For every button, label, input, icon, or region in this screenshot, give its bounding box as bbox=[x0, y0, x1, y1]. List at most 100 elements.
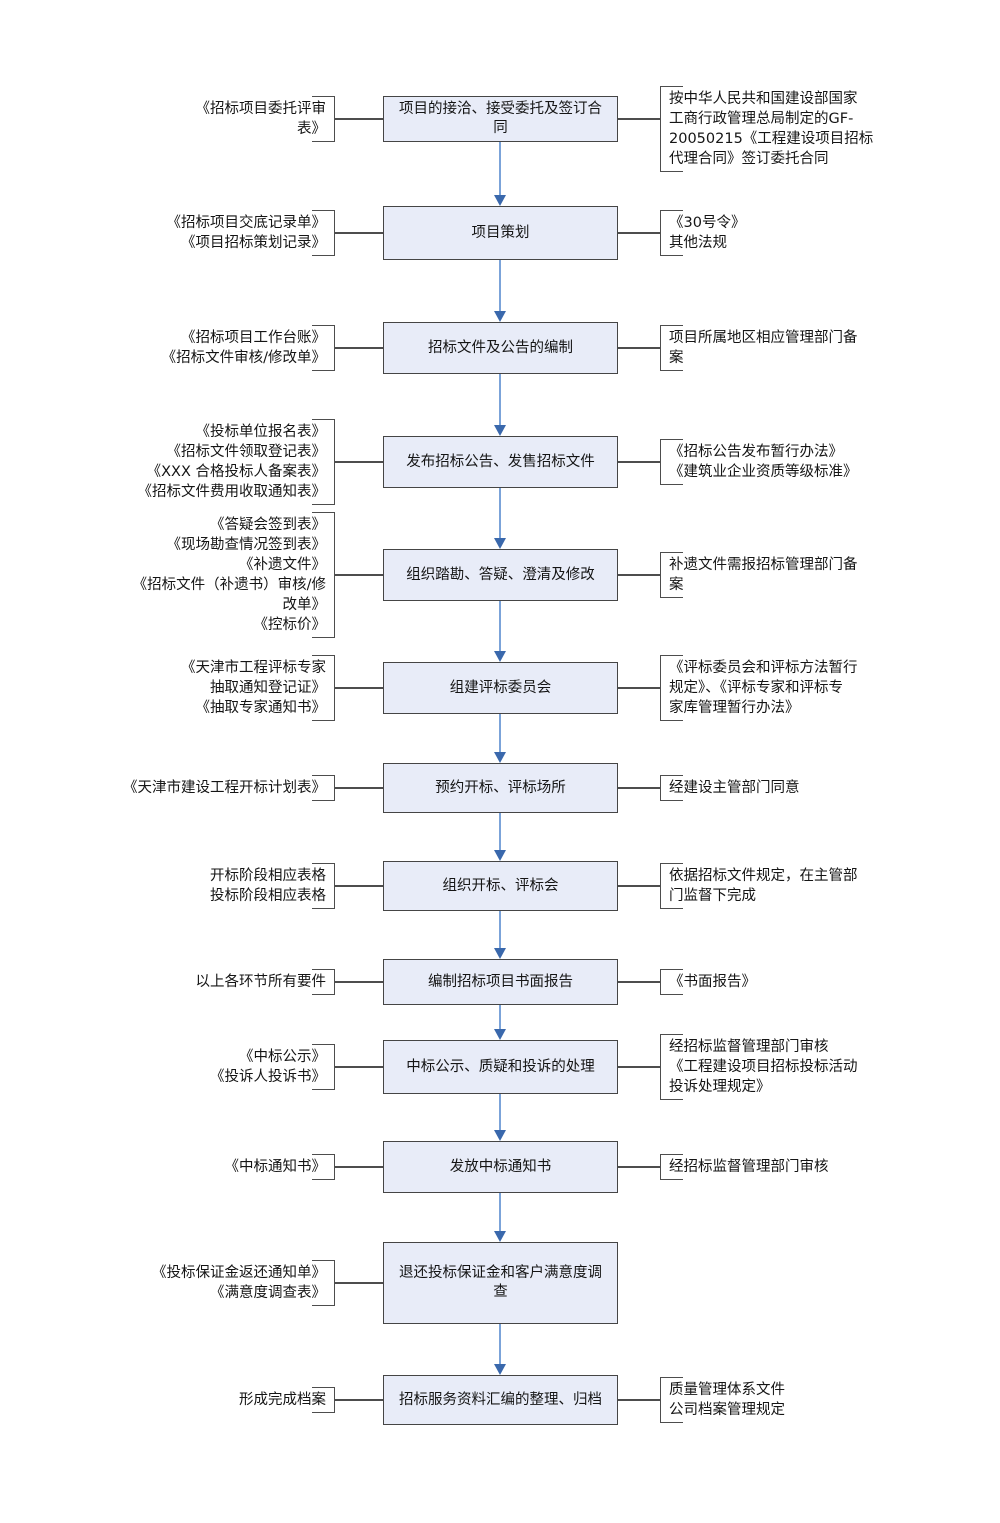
label-line: 规定》、《评标专家和评标专 bbox=[669, 680, 843, 696]
label-line: 《工程建设项目招标投标活动 bbox=[669, 1059, 858, 1075]
right-note-label: 经招标监督管理部门审核 《工程建设项目招标投标活动 投诉处理规定》 bbox=[660, 1034, 858, 1100]
right-note-label: 依据招标文件规定，在主管部 门监督下完成 bbox=[660, 863, 858, 909]
label-line: 《抽取专家通知书》 bbox=[195, 700, 327, 716]
flow-row: 《招标项目委托评审 表》 项目的接洽、接受委托及签订合同 按中华人民共和国建设部… bbox=[0, 76, 1000, 172]
process-box-label: 组建评标委员会 bbox=[449, 679, 552, 696]
callout-bracket bbox=[312, 969, 335, 995]
label-line: 《招标公告发布暂行办法》 bbox=[669, 444, 843, 460]
flow-row: 《中标公示》 《投诉人投诉书》 中标公示、质疑和投诉的处理 经招标监督管理部门审… bbox=[0, 1034, 1000, 1100]
flow-row: 《招标项目交底记录单》 《项目招标策划记录》 项目策划 《30号令》 其他法规 bbox=[0, 206, 1000, 260]
label-line: 案 bbox=[669, 577, 684, 593]
callout-bracket bbox=[312, 1044, 335, 1090]
process-box: 项目策划 bbox=[383, 206, 618, 260]
connector-line bbox=[335, 461, 383, 463]
flow-arrow-down bbox=[493, 911, 506, 959]
flow-row: 《答疑会签到表》 《现场勘查情况签到表》 《补遗文件》 《招标文件（补遗书）审核… bbox=[0, 512, 1000, 638]
left-documents-label: 形成完成档案 bbox=[239, 1387, 335, 1413]
flow-row: 《招标项目工作台账》 《招标文件审核/修改单》 招标文件及公告的编制 项目所属地… bbox=[0, 322, 1000, 374]
right-note-label: 经建设主管部门同意 bbox=[660, 775, 800, 801]
callout-bracket bbox=[312, 863, 335, 909]
label-line: 门监督下完成 bbox=[669, 888, 756, 904]
flow-row: 《天津市工程评标专家 抽取通知登记证》 《抽取专家通知书》 组建评标委员会 《评… bbox=[0, 655, 1000, 721]
process-box-label: 招标服务资料汇编的整理、归档 bbox=[399, 1391, 602, 1408]
left-documents-label: 《招标项目工作台账》 《招标文件审核/修改单》 bbox=[162, 325, 335, 371]
callout-bracket bbox=[312, 1260, 335, 1306]
left-documents-label: 《投标单位报名表》 《招标文件领取登记表》 《XXX 合格投标人备案表》 《招标… bbox=[138, 419, 335, 505]
callout-bracket bbox=[660, 1034, 683, 1100]
label-line: 工商行政管理总局制定的GF- bbox=[669, 111, 854, 127]
flow-arrow-down bbox=[493, 813, 506, 861]
label-line: 《30号令》 bbox=[669, 215, 746, 231]
label-line: 投诉处理规定》 bbox=[669, 1079, 771, 1095]
left-documents-label: 《答疑会签到表》 《现场勘查情况签到表》 《补遗文件》 《招标文件（补遗书）审核… bbox=[133, 512, 335, 638]
process-box: 组织开标、评标会 bbox=[383, 861, 618, 911]
label-line: 项目所属地区相应管理部门备 bbox=[669, 330, 858, 346]
process-box-label: 发放中标通知书 bbox=[449, 1158, 552, 1175]
callout-bracket bbox=[660, 552, 683, 598]
flow-arrow-down bbox=[493, 1094, 506, 1141]
connector-line bbox=[618, 787, 660, 789]
callout-bracket bbox=[312, 419, 335, 505]
connector-line bbox=[618, 461, 660, 463]
callout-bracket bbox=[312, 655, 335, 721]
left-documents-label: 《投标保证金返还通知单》 《满意度调查表》 bbox=[152, 1260, 335, 1306]
right-note-label: 质量管理体系文件 公司档案管理规定 bbox=[660, 1377, 785, 1423]
connector-line bbox=[335, 347, 383, 349]
process-box-label: 组织踏勘、答疑、澄清及修改 bbox=[406, 566, 595, 583]
process-box-label: 项目策划 bbox=[471, 224, 530, 241]
callout-bracket bbox=[660, 439, 683, 485]
label-line: 投标阶段相应表格 bbox=[210, 888, 326, 904]
label-line: 《天津市建设工程开标计划表》 bbox=[123, 780, 326, 796]
process-box-label: 招标文件及公告的编制 bbox=[428, 339, 573, 356]
flow-row: 形成完成档案 招标服务资料汇编的整理、归档 质量管理体系文件 公司档案管理规定 bbox=[0, 1375, 1000, 1425]
callout-bracket bbox=[312, 325, 335, 371]
flow-arrow-down bbox=[493, 488, 506, 549]
connector-line bbox=[618, 118, 660, 120]
callout-bracket bbox=[660, 210, 683, 256]
label-line: 《项目招标策划记录》 bbox=[181, 235, 326, 251]
process-box-label: 编制招标项目书面报告 bbox=[428, 973, 573, 990]
flow-arrow-down bbox=[493, 1193, 506, 1242]
label-line: 《招标项目交底记录单》 bbox=[166, 215, 327, 231]
label-line: 《中标公示》 bbox=[239, 1049, 326, 1065]
label-line: 《答疑会签到表》 bbox=[210, 517, 326, 533]
process-box: 招标文件及公告的编制 bbox=[383, 322, 618, 374]
flow-arrow-down bbox=[493, 1324, 506, 1375]
callout-bracket bbox=[312, 210, 335, 256]
label-line: 以上各环节所有要件 bbox=[195, 974, 327, 990]
right-note-label: 《评标委员会和评标方法暂行 规定》、《评标专家和评标专 家库管理暂行办法》 bbox=[660, 655, 858, 721]
label-line: 补遗文件需报招标管理部门备 bbox=[669, 557, 858, 573]
callout-bracket bbox=[660, 325, 683, 371]
label-line: 《书面报告》 bbox=[669, 974, 756, 990]
right-note-label: 经招标监督管理部门审核 bbox=[660, 1154, 829, 1180]
connector-line bbox=[618, 1166, 660, 1168]
label-line: 形成完成档案 bbox=[239, 1392, 326, 1408]
left-documents-label: 《中标公示》 《投诉人投诉书》 bbox=[210, 1044, 335, 1090]
right-note-label: 按中华人民共和国建设部国家 工商行政管理总局制定的GF- 20050215《工程… bbox=[660, 86, 873, 172]
label-line: 公司档案管理规定 bbox=[669, 1402, 785, 1418]
connector-line bbox=[335, 1282, 383, 1284]
flow-row: 《中标通知书》 发放中标通知书 经招标监督管理部门审核 bbox=[0, 1141, 1000, 1193]
flow-row: 《投标单位报名表》 《招标文件领取登记表》 《XXX 合格投标人备案表》 《招标… bbox=[0, 419, 1000, 505]
left-documents-label: 开标阶段相应表格 投标阶段相应表格 bbox=[210, 863, 335, 909]
connector-line bbox=[618, 347, 660, 349]
label-line: 开标阶段相应表格 bbox=[210, 868, 326, 884]
connector-line bbox=[335, 1166, 383, 1168]
label-line: 经招标监督管理部门审核 bbox=[669, 1159, 829, 1175]
process-box: 组织踏勘、答疑、澄清及修改 bbox=[383, 549, 618, 601]
flow-row: 开标阶段相应表格 投标阶段相应表格 组织开标、评标会 依据招标文件规定，在主管部… bbox=[0, 861, 1000, 911]
callout-bracket bbox=[312, 96, 335, 142]
process-box-label: 预约开标、评标场所 bbox=[435, 779, 566, 796]
label-line: 《现场勘查情况签到表》 bbox=[166, 537, 327, 553]
label-line: 其他法规 bbox=[669, 235, 727, 251]
process-box: 发布招标公告、发售招标文件 bbox=[383, 436, 618, 488]
label-line: 《投诉人投诉书》 bbox=[210, 1069, 326, 1085]
process-box: 发放中标通知书 bbox=[383, 1141, 618, 1193]
flow-arrow-down bbox=[493, 142, 506, 206]
callout-bracket bbox=[312, 1154, 335, 1180]
callout-bracket bbox=[312, 512, 335, 638]
label-line: 抽取通知登记证》 bbox=[210, 680, 326, 696]
flow-arrow-down bbox=[493, 714, 506, 763]
left-documents-label: 《中标通知书》 bbox=[225, 1154, 335, 1180]
flow-arrow-down bbox=[493, 374, 506, 436]
